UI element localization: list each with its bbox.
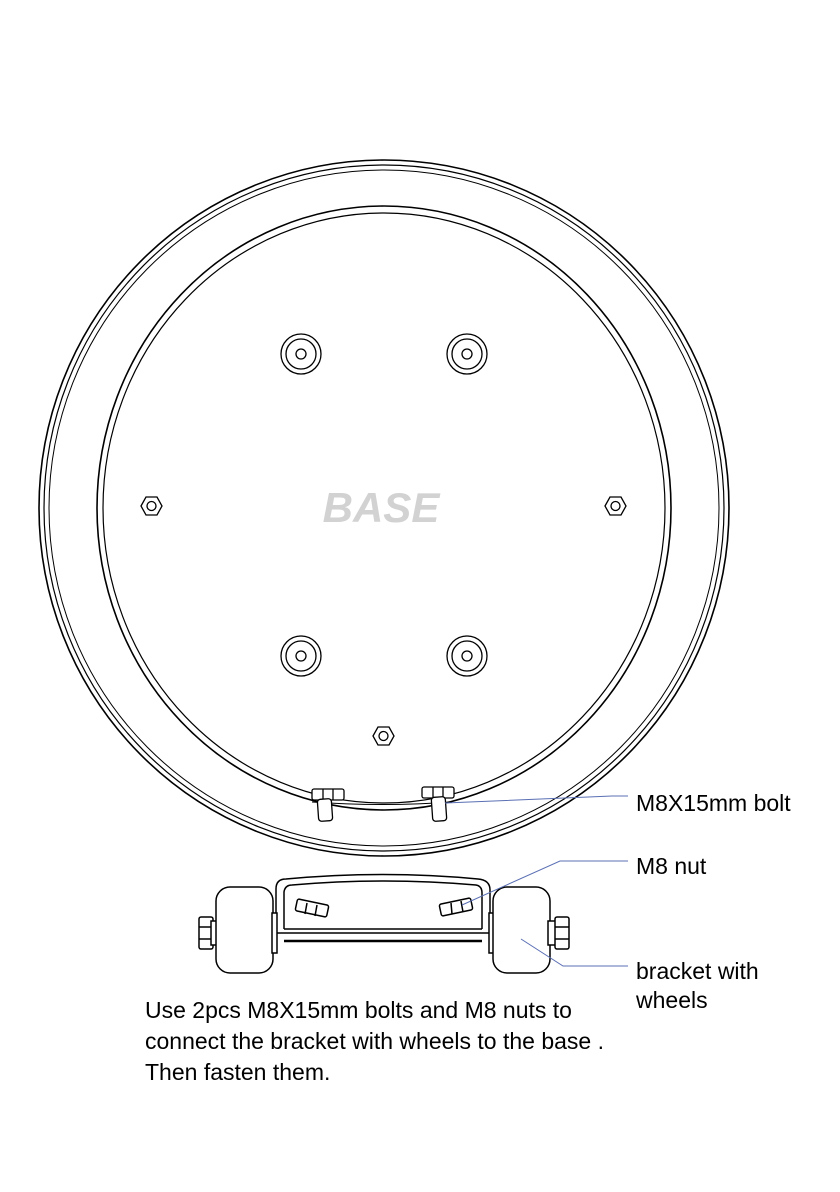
nut-callout: M8 nut — [636, 853, 707, 879]
base-nuts — [141, 497, 626, 745]
bracket-callout-line1: bracket with — [636, 958, 759, 984]
bolt-leader — [445, 796, 628, 803]
hex-nut — [141, 497, 162, 515]
instruction-line: connect the bracket with wheels to the b… — [145, 1026, 705, 1057]
hex-nut — [605, 497, 626, 515]
left-wheel — [199, 887, 277, 973]
mounting-hole — [447, 334, 487, 374]
base-label: BASE — [323, 484, 442, 531]
instruction-line: Use 2pcs M8X15mm bolts and M8 nuts to — [145, 995, 705, 1026]
assembly-instructions: Use 2pcs M8X15mm bolts and M8 nuts to co… — [145, 995, 705, 1088]
bracket-nut — [295, 899, 329, 917]
mounting-hole — [281, 334, 321, 374]
hex-nut — [373, 727, 394, 745]
instruction-line: Then fasten them. — [145, 1057, 705, 1088]
bracket-assembly — [276, 875, 490, 942]
bolt-callout: M8X15mm bolt — [636, 790, 791, 816]
mounting-hole — [447, 636, 487, 676]
bracket-nut — [439, 898, 473, 916]
bolt — [422, 787, 454, 821]
right-wheel — [489, 887, 569, 973]
bolt — [312, 789, 344, 821]
mounting-hole — [281, 636, 321, 676]
